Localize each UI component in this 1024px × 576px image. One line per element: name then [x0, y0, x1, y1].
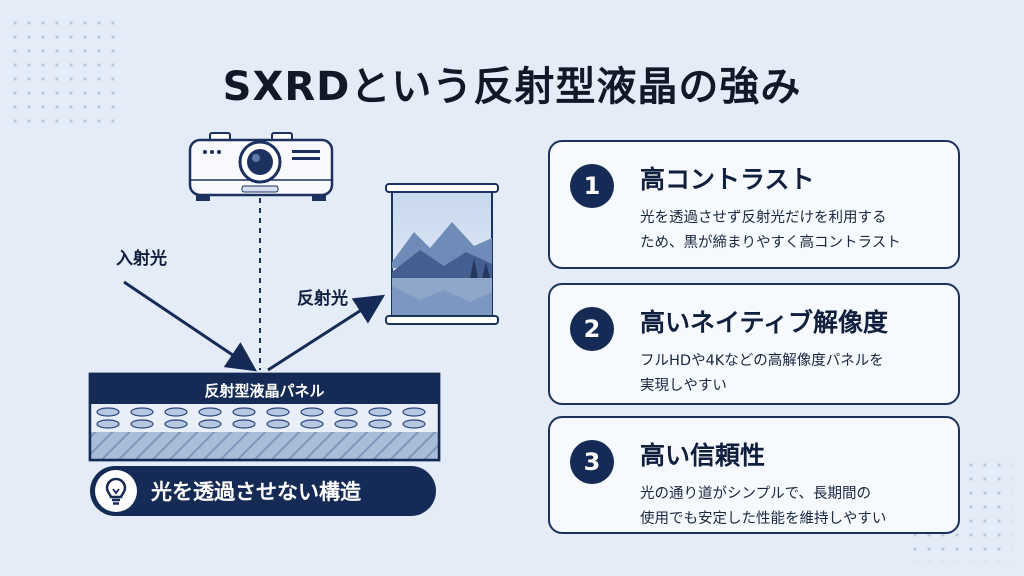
liquid-crystal-layer	[96, 407, 426, 429]
crystal-molecule	[198, 407, 222, 417]
lightbulb-icon	[95, 470, 137, 512]
card-number: 3	[570, 440, 614, 484]
crystal-molecule	[164, 419, 188, 429]
projector-icon	[188, 132, 334, 201]
page-title: SXRDという反射型液晶の強み	[222, 64, 802, 110]
crystal-molecule	[334, 407, 358, 417]
decor-dots-top-left	[12, 20, 122, 130]
card-description: フルHDや4Kなどの高解像度パネルを 実現しやすい	[640, 353, 884, 394]
crystal-molecule	[300, 419, 324, 429]
incident-light-label: 入射光	[116, 249, 167, 269]
lcd-panel	[88, 372, 441, 462]
crystal-molecule	[368, 419, 392, 429]
crystal-molecule	[232, 407, 256, 417]
crystal-molecule	[130, 407, 154, 417]
crystal-molecule	[300, 407, 324, 417]
structure-note: 光を透過させない構造	[90, 466, 436, 516]
crystal-molecule	[232, 419, 256, 429]
card-title: 高コントラスト	[640, 165, 815, 194]
feature-card-1: 1 高コントラスト 光を透過させず反射光だけを利用する ため、黒が締まりやすく高…	[548, 140, 960, 269]
screen-icon	[385, 183, 499, 325]
crystal-molecule	[266, 407, 290, 417]
crystal-molecule	[334, 419, 358, 429]
card-description: 光の通り道がシンプルで、長期間の 使用でも安定した性能を維持しやすい	[640, 486, 887, 527]
feature-card-2: 2 高いネイティブ解像度 フルHDや4Kなどの高解像度パネルを 実現しやすい	[548, 283, 960, 405]
crystal-molecule	[130, 419, 154, 429]
reflected-arrow	[267, 294, 386, 372]
card-description: 光を透過させず反射光だけを利用する ため、黒が締まりやすく高コントラスト	[640, 210, 901, 251]
crystal-molecule	[96, 419, 120, 429]
card-number: 2	[570, 307, 614, 351]
crystal-molecule	[402, 419, 426, 429]
panel-label: 反射型液晶パネル	[204, 382, 325, 400]
card-title: 高いネイティブ解像度	[640, 308, 889, 337]
card-title: 高い信頼性	[640, 441, 766, 470]
crystal-molecule	[96, 407, 120, 417]
card-number: 1	[570, 164, 614, 208]
crystal-molecule	[198, 419, 222, 429]
crystal-molecule	[164, 407, 188, 417]
crystal-molecule	[266, 419, 290, 429]
reflected-light-label: 反射光	[297, 289, 348, 309]
crystal-molecule	[368, 407, 392, 417]
incident-arrow	[123, 280, 257, 372]
structure-note-text: 光を透過させない構造	[151, 480, 361, 504]
feature-card-3: 3 高い信頼性 光の通り道がシンプルで、長期間の 使用でも安定した性能を維持しや…	[548, 416, 960, 534]
crystal-molecule	[402, 407, 426, 417]
